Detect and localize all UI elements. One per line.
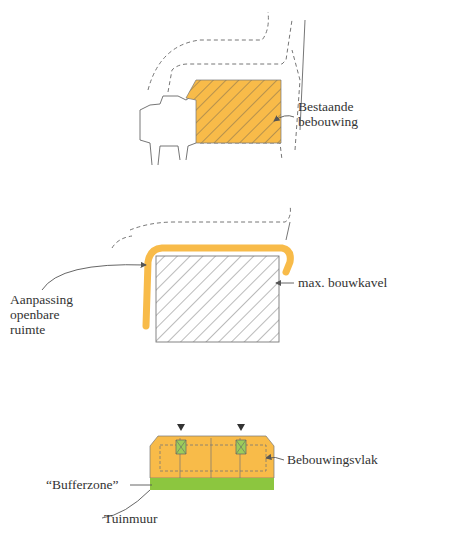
- garden-wall-label: Tuinmuur: [104, 511, 194, 526]
- existing-site-sketch: [140, 12, 305, 165]
- max-building-plot: [156, 256, 279, 342]
- plot-label: max. bouwkavel: [298, 275, 448, 290]
- public-space-adjustment: [146, 248, 290, 326]
- public-space-label: Aanpassing openbare ruimte: [10, 292, 92, 337]
- plot-sketch: [112, 205, 290, 248]
- building-area: [150, 424, 274, 478]
- building-area-label: Bebouwingsvlak: [287, 452, 447, 467]
- existing-building-label: Bestaande bebouwing: [298, 99, 376, 129]
- leader-lines: [42, 116, 294, 518]
- existing-building: [186, 80, 281, 143]
- buffer-zone-strip: [150, 478, 274, 490]
- buffer-zone-label: “Bufferzone”: [46, 477, 136, 492]
